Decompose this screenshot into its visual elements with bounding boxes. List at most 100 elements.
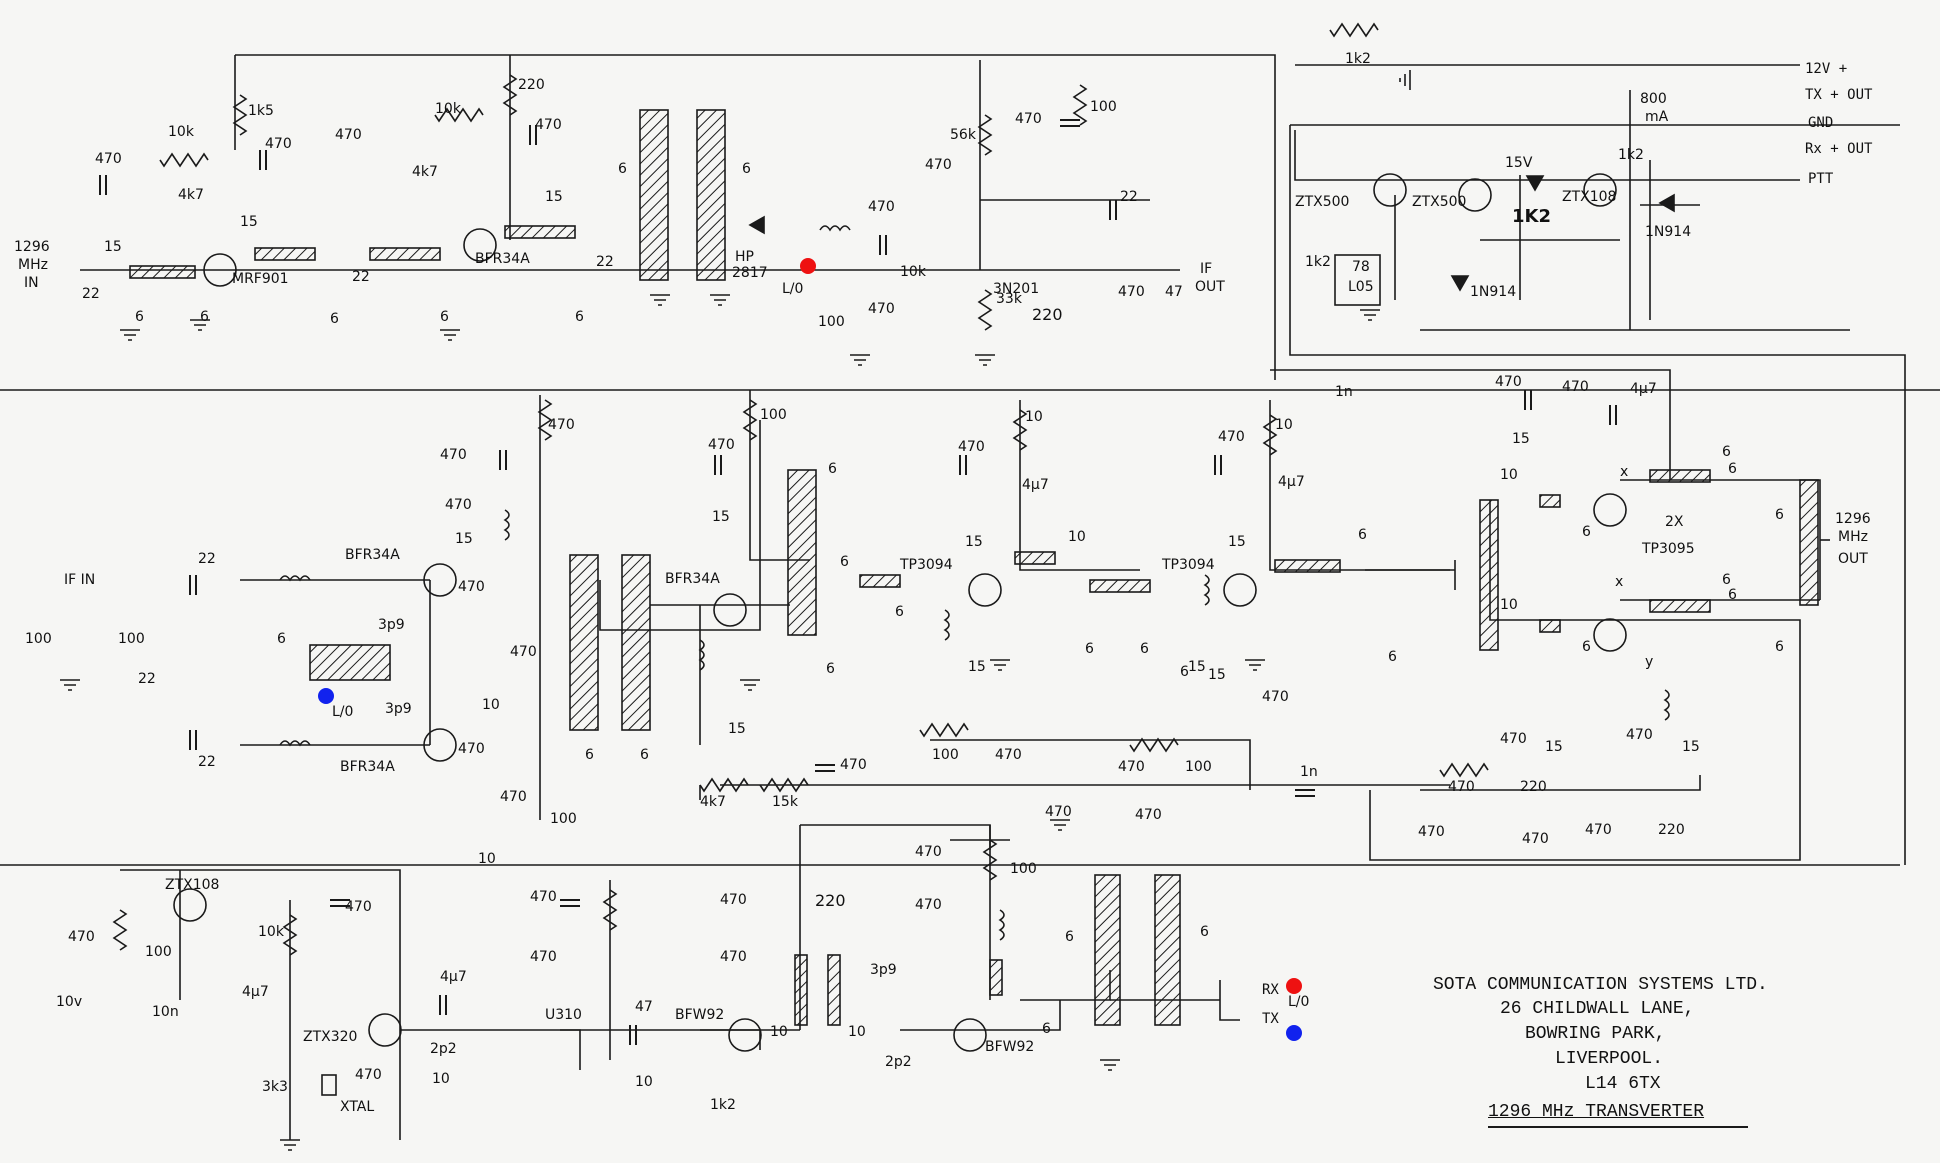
part-ztx108-bottom: ZTX108	[165, 877, 220, 893]
val-c4u7-1: 4μ7	[1022, 477, 1049, 493]
io-1296-out-line2: MHz	[1838, 529, 1868, 545]
val-c4u7-b2: 4μ7	[440, 969, 467, 985]
val-c15-m4: 15	[965, 534, 983, 550]
val-c15-m5: 15	[968, 659, 986, 675]
val-c22-4: 22	[1120, 189, 1138, 205]
val-r1k2-1: 1k2	[1345, 51, 1371, 67]
val-c6-m20: 6	[1728, 587, 1737, 603]
part-3n201: 3N201	[993, 281, 1040, 297]
val-c6-m12: 6	[1388, 649, 1397, 665]
val-x-2: x	[1615, 574, 1624, 590]
val-c470-m8: 470	[708, 437, 735, 453]
val-c3p9-2: 3p9	[385, 701, 412, 717]
val-c470-6: 470	[868, 301, 895, 317]
val-c470-2: 470	[265, 136, 292, 152]
val-r100-b2: 100	[1010, 861, 1037, 877]
part-bfr34a-mid2: BFR34A	[340, 759, 395, 775]
val-c4u7-b1: 4μ7	[242, 984, 269, 1000]
val-c470-9: 470	[1118, 284, 1145, 300]
val-r100-m2: 100	[118, 631, 145, 647]
io-lo-mid: L/0	[332, 704, 354, 720]
val-c15-m8: 15	[1188, 659, 1206, 675]
val-r470-m4: 470	[1448, 779, 1475, 795]
part-bfr34a-top: BFR34A	[475, 251, 530, 267]
val-c470-m13: 470	[1218, 429, 1245, 445]
val-c6-4: 6	[440, 309, 449, 325]
val-c10-b2: 10	[635, 1074, 653, 1090]
val-c6-3: 6	[330, 311, 339, 327]
val-c470-b6: 470	[915, 844, 942, 860]
part-tp3094-a: TP3094	[900, 557, 953, 573]
val-c6-6: 6	[618, 161, 627, 177]
val-c470-b4: 470	[720, 892, 747, 908]
val-r56k: 56k	[950, 127, 976, 143]
val-c3p9-b: 3p9	[870, 962, 897, 978]
val-c6-m7: 6	[895, 604, 904, 620]
part-ztx500-b: ZTX500	[1412, 194, 1467, 210]
val-c6-m13: 6	[1582, 524, 1591, 540]
val-c470-b5: 470	[720, 949, 747, 965]
val-c47-b: 47	[635, 999, 653, 1015]
val-c6-m4: 6	[828, 461, 837, 477]
val-r10k-b: 10k	[258, 924, 284, 940]
val-800: 800	[1640, 91, 1667, 107]
part-tp3094-b: TP3094	[1162, 557, 1215, 573]
val-c470-m1: 470	[548, 417, 575, 433]
val-r10-m2: 10	[478, 851, 496, 867]
part-bfr34a-mid1: BFR34A	[345, 547, 400, 563]
val-c15-m11: 15	[1682, 739, 1700, 755]
val-c15-m1: 15	[455, 531, 473, 547]
val-c10-b1: 10	[432, 1071, 450, 1087]
val-r100-1: 100	[818, 314, 845, 330]
val-c220-b: 220	[815, 891, 846, 910]
val-c2p2-b2: 2p2	[885, 1054, 912, 1070]
io-1296-in-line2: MHz	[18, 257, 48, 273]
val-c6-m5: 6	[826, 661, 835, 677]
part-reg-line2: L05	[1348, 279, 1374, 295]
val-c470-b7: 470	[915, 897, 942, 913]
val-c470-3: 470	[335, 127, 362, 143]
io-1296-out-line3: OUT	[1838, 551, 1868, 567]
val-r100-m1: 100	[25, 631, 52, 647]
val-c6-m14: 6	[1582, 639, 1591, 655]
part-u310: U310	[545, 1007, 582, 1023]
val-r4k7-2: 4k7	[412, 164, 438, 180]
part-bfw92-b: BFW92	[985, 1039, 1035, 1055]
part-1n914-a: 1N914	[1470, 284, 1517, 300]
company-postcode: L14 6TX	[1585, 1074, 1661, 1094]
part-ztx500-a: ZTX500	[1295, 194, 1350, 210]
part-2x: 2X	[1665, 514, 1684, 530]
val-c470-m19: 470	[1522, 831, 1549, 847]
val-r1k2-b: 1k2	[710, 1097, 736, 1113]
part-bfw92-a: BFW92	[675, 1007, 725, 1023]
val-r220-m1: 220	[1520, 779, 1547, 795]
part-hp2817-line2: 2817	[732, 265, 768, 281]
val-r10k-2: 10k	[435, 101, 461, 117]
val-r4k7-m: 4k7	[700, 794, 726, 810]
part-ztx320: ZTX320	[303, 1029, 358, 1045]
val-c470-m4: 470	[458, 579, 485, 595]
val-c470-m5: 470	[510, 644, 537, 660]
val-c6-m15: 6	[1722, 444, 1731, 460]
val-r10-m4: 10	[1275, 417, 1293, 433]
val-c470-m14: 470	[1495, 374, 1522, 390]
val-r470-b1: 470	[68, 929, 95, 945]
val-r1k2-3: 1k2	[1618, 147, 1644, 163]
val-c15-m10: 15	[1545, 739, 1563, 755]
val-c6-m1: 6	[277, 631, 286, 647]
company-area: BOWRING PARK,	[1525, 1024, 1666, 1044]
val-r100-m4: 100	[760, 407, 787, 423]
part-tp3095: TP3095	[1642, 541, 1695, 557]
val-c470-4: 470	[535, 117, 562, 133]
val-x-1: x	[1620, 464, 1629, 480]
val-c22-m2: 22	[198, 754, 216, 770]
val-c470-m16: 470	[1500, 731, 1527, 747]
val-r10-m3: 10	[1025, 409, 1043, 425]
val-c470-m17: 470	[1626, 727, 1653, 743]
val-c15-m6: 15	[1208, 667, 1226, 683]
val-r220: 220	[518, 77, 545, 93]
val-r1k2-2: 1k2	[1305, 254, 1331, 270]
val-c6-m10: 6	[1180, 664, 1189, 680]
val-r220-2: 220	[1032, 305, 1063, 324]
